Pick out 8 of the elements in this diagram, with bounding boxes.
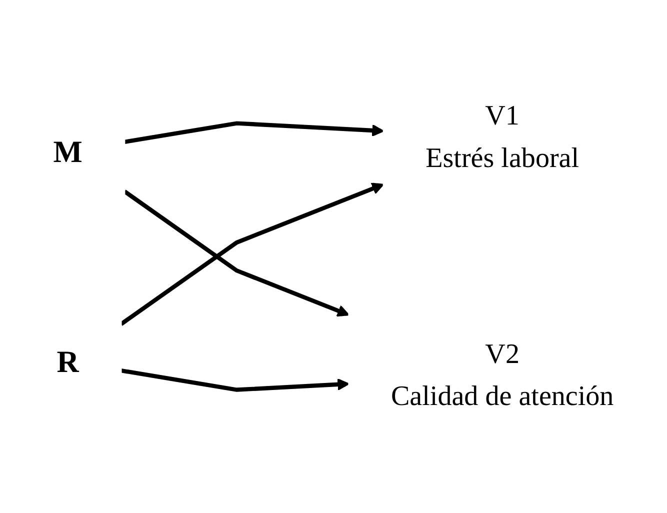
arrow — [120, 182, 384, 326]
arrow — [120, 368, 350, 392]
node-text: M — [53, 134, 82, 169]
node-text: V1 Estrés laboral — [426, 100, 580, 174]
arrow — [123, 190, 350, 317]
node-text: V2 Calidad de atención — [390, 339, 614, 412]
arrow — [124, 121, 384, 144]
node-text: R — [56, 344, 79, 380]
